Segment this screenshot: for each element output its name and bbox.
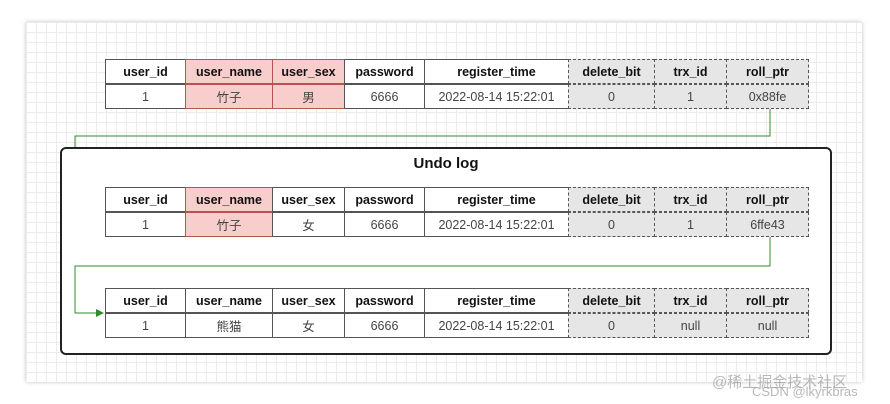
table-row: 1 熊猫 女 6666 2022-08-14 15:22:01 0 null n… (105, 313, 811, 338)
cell-user-sex: 男 (272, 84, 345, 109)
header-register-time: register_time (424, 288, 569, 313)
header-trx-id: trx_id (654, 187, 727, 212)
header-user-id: user_id (105, 59, 186, 84)
table-header-row: user_id user_name user_sex password regi… (105, 187, 811, 212)
header-user-sex: user_sex (272, 59, 345, 84)
cell-user-name: 竹子 (185, 84, 273, 109)
cell-password: 6666 (344, 84, 425, 109)
cell-user-id: 1 (105, 313, 186, 338)
cell-user-name: 熊猫 (185, 313, 273, 338)
header-trx-id: trx_id (654, 288, 727, 313)
header-delete-bit: delete_bit (568, 59, 655, 84)
header-user-name: user_name (185, 59, 273, 84)
undo-record-2-table: user_id user_name user_sex password regi… (105, 288, 811, 338)
arrow-undo1-to-undo2 (74, 237, 771, 317)
header-user-sex: user_sex (272, 187, 345, 212)
header-register-time: register_time (424, 59, 569, 84)
header-delete-bit: delete_bit (568, 187, 655, 212)
cell-register-time: 2022-08-14 15:22:01 (424, 212, 569, 237)
header-roll-ptr: roll_ptr (726, 288, 809, 313)
cell-user-id: 1 (105, 84, 186, 109)
table-header-row: user_id user_name user_sex password regi… (105, 288, 811, 313)
cell-roll-ptr: null (726, 313, 809, 338)
table-header-row: user_id user_name user_sex password regi… (105, 59, 811, 84)
cell-register-time: 2022-08-14 15:22:01 (424, 84, 569, 109)
header-register-time: register_time (424, 187, 569, 212)
header-trx-id: trx_id (654, 59, 727, 84)
header-roll-ptr: roll_ptr (726, 187, 809, 212)
header-user-id: user_id (105, 288, 186, 313)
cell-roll-ptr: 6ffe43 (726, 212, 809, 237)
table-row: 1 竹子 女 6666 2022-08-14 15:22:01 0 1 6ffe… (105, 212, 811, 237)
cell-trx-id: 1 (654, 212, 727, 237)
cell-password: 6666 (344, 313, 425, 338)
header-password: password (344, 187, 425, 212)
watermark-juejin: @稀土掘金技术社区 (712, 374, 848, 391)
cell-delete-bit: 0 (568, 84, 655, 109)
undo-record-1-table: user_id user_name user_sex password regi… (105, 187, 811, 237)
cell-user-sex: 女 (272, 313, 345, 338)
cell-delete-bit: 0 (568, 212, 655, 237)
header-user-sex: user_sex (272, 288, 345, 313)
header-password: password (344, 59, 425, 84)
cell-delete-bit: 0 (568, 313, 655, 338)
cell-roll-ptr: 0x88fe (726, 84, 809, 109)
cell-user-sex: 女 (272, 212, 345, 237)
table-row: 1 竹子 男 6666 2022-08-14 15:22:01 0 1 0x88… (105, 84, 811, 109)
cell-user-name: 竹子 (185, 212, 273, 237)
header-user-name: user_name (185, 187, 273, 212)
header-user-name: user_name (185, 288, 273, 313)
header-user-id: user_id (105, 187, 186, 212)
header-password: password (344, 288, 425, 313)
cell-register-time: 2022-08-14 15:22:01 (424, 313, 569, 338)
cell-user-id: 1 (105, 212, 186, 237)
cell-trx-id: null (654, 313, 727, 338)
cell-password: 6666 (344, 212, 425, 237)
header-roll-ptr: roll_ptr (726, 59, 809, 84)
watermark-csdn: CSDN @lkyrkbras (752, 384, 858, 399)
header-delete-bit: delete_bit (568, 288, 655, 313)
undo-log-title: Undo log (413, 155, 479, 172)
cell-trx-id: 1 (654, 84, 727, 109)
current-record-table: user_id user_name user_sex password regi… (105, 59, 811, 109)
